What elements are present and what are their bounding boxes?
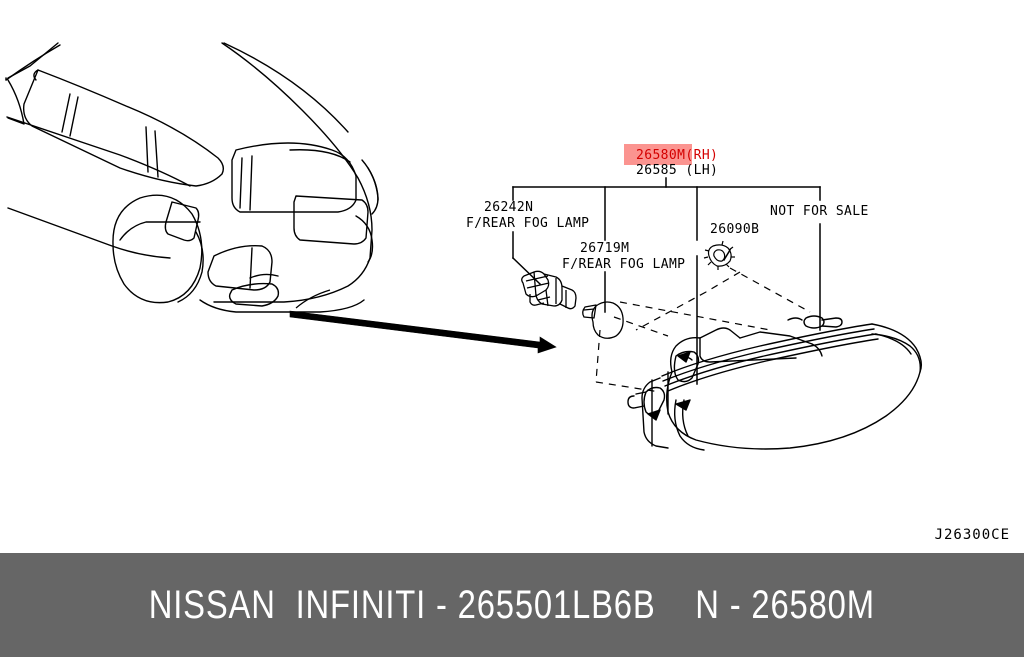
callout-26719M-description: F/REAR FOG LAMP <box>562 257 686 272</box>
main-part-callout: 26580M(RH) 26585 (LH) <box>624 144 718 178</box>
callout-26242N-description: F/REAR FOG LAMP <box>466 216 590 231</box>
part-number-rh: 26580M(RH) <box>636 148 718 163</box>
part-number-highlight <box>624 144 692 165</box>
callout-26719M-number: 26719M <box>580 241 630 256</box>
part-number-lh-value: 26585 <box>636 163 678 178</box>
banner-text: NISSAN INFINITI - 265501LB6B N - 26580M <box>148 582 876 627</box>
bottom-banner: NISSAN INFINITI - 265501LB6B N - 26580M <box>0 553 1024 657</box>
part-number-rh-value: 26580M <box>636 148 686 163</box>
callout-26090B-number: 26090B <box>710 222 760 237</box>
not-for-sale-label: NOT FOR SALE <box>770 204 869 219</box>
drawing-code: J26300CE <box>934 527 1010 543</box>
part-number-rh-suffix: (RH) <box>685 148 719 163</box>
callout-26242N-number: 26242N <box>484 200 534 215</box>
part-number-lh-suffix: (LH) <box>685 163 719 178</box>
part-number-lh: 26585 (LH) <box>636 163 718 178</box>
